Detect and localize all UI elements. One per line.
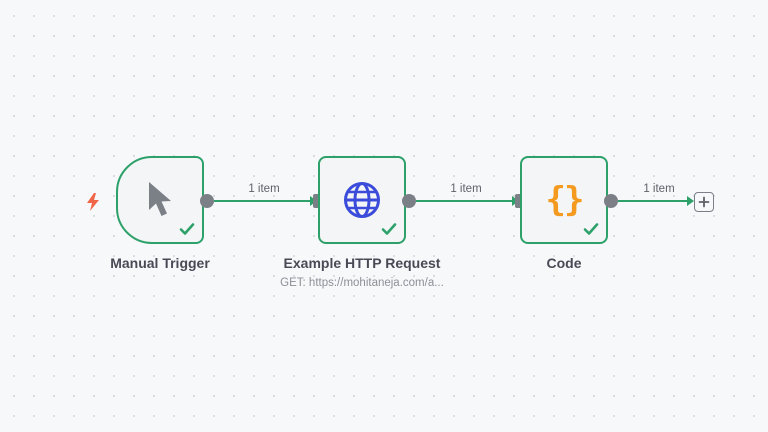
connection-label: 1 item bbox=[248, 183, 280, 195]
checkmark-icon bbox=[381, 221, 397, 237]
connection-label: 1 item bbox=[450, 183, 482, 195]
connection-arrow-3 bbox=[687, 196, 694, 206]
checkmark-icon bbox=[179, 221, 195, 237]
cursor-icon bbox=[145, 180, 175, 220]
checkmark-icon bbox=[583, 221, 599, 237]
node-http-request[interactable] bbox=[318, 156, 406, 244]
output-handle[interactable] bbox=[604, 194, 618, 208]
code-braces-glyph: {} bbox=[545, 180, 585, 220]
node-label-manual-trigger: Manual Trigger bbox=[110, 255, 210, 271]
node-label-http-request: Example HTTP Request bbox=[283, 255, 441, 271]
plus-icon bbox=[698, 196, 710, 208]
node-code[interactable]: {} bbox=[520, 156, 608, 244]
node-manual-trigger[interactable] bbox=[116, 156, 204, 244]
node-label-code: Code bbox=[546, 255, 582, 271]
lightning-bolt-icon bbox=[86, 192, 100, 212]
add-node-button[interactable] bbox=[694, 192, 714, 212]
output-handle[interactable] bbox=[402, 194, 416, 208]
output-handle[interactable] bbox=[200, 194, 214, 208]
node-subtitle-http-request: GET: https://mohitaneja.com/a... bbox=[280, 277, 444, 289]
code-braces-icon: {} bbox=[545, 180, 585, 220]
connection-label: 1 item bbox=[643, 183, 675, 195]
globe-icon bbox=[343, 181, 381, 219]
input-handle[interactable] bbox=[515, 194, 522, 208]
input-handle[interactable] bbox=[313, 194, 320, 208]
